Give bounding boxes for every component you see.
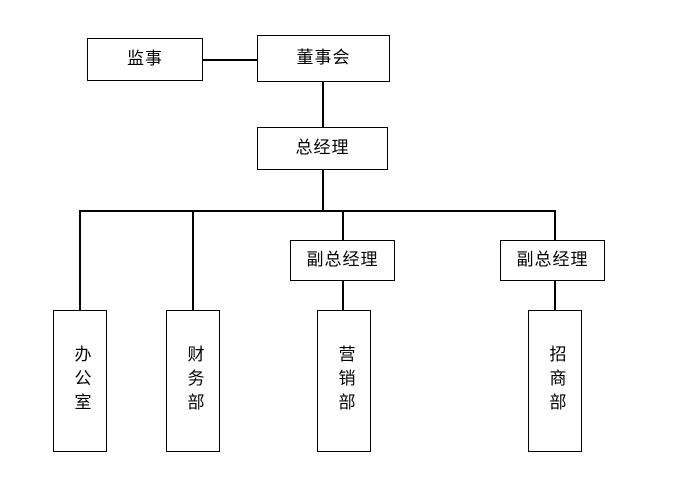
connector-deputy-gm-right-to-investment bbox=[554, 281, 556, 311]
node-deputy-general-manager-left[interactable]: 副总经理 bbox=[290, 240, 395, 281]
connector-bus-to-deputy-gm-left bbox=[342, 210, 344, 241]
node-deputy-general-manager-right[interactable]: 副总经理 bbox=[500, 240, 605, 281]
node-general-manager-label: 总经理 bbox=[295, 137, 350, 158]
connector-distribution-bus bbox=[79, 210, 555, 212]
connector-bus-to-office bbox=[79, 210, 81, 311]
node-office-label: 办公室 bbox=[70, 345, 91, 417]
node-office[interactable]: 办公室 bbox=[53, 310, 107, 452]
node-deputy-general-manager-right-label: 副总经理 bbox=[516, 249, 589, 270]
node-supervisor[interactable]: 监事 bbox=[87, 38, 203, 81]
node-marketing-department[interactable]: 营销部 bbox=[317, 310, 371, 452]
node-marketing-department-label: 营销部 bbox=[334, 345, 355, 417]
connector-bus-to-deputy-gm-right bbox=[554, 210, 556, 241]
connector-bus-to-finance bbox=[192, 210, 194, 311]
node-board-of-directors[interactable]: 董事会 bbox=[257, 35, 390, 82]
connector-deputy-gm-left-to-marketing bbox=[342, 281, 344, 311]
connector-supervisor-to-board bbox=[203, 59, 258, 61]
node-investment-department-label: 招商部 bbox=[545, 345, 566, 417]
node-board-of-directors-label: 董事会 bbox=[296, 47, 351, 68]
node-general-manager[interactable]: 总经理 bbox=[257, 127, 388, 170]
node-supervisor-label: 监事 bbox=[127, 48, 163, 69]
node-finance-department[interactable]: 财务部 bbox=[166, 310, 220, 452]
node-deputy-general-manager-left-label: 副总经理 bbox=[306, 249, 379, 270]
node-finance-department-label: 财务部 bbox=[183, 345, 204, 417]
node-investment-department[interactable]: 招商部 bbox=[528, 310, 582, 452]
connector-board-to-general-manager bbox=[322, 82, 324, 127]
connector-general-manager-stem bbox=[322, 170, 324, 212]
